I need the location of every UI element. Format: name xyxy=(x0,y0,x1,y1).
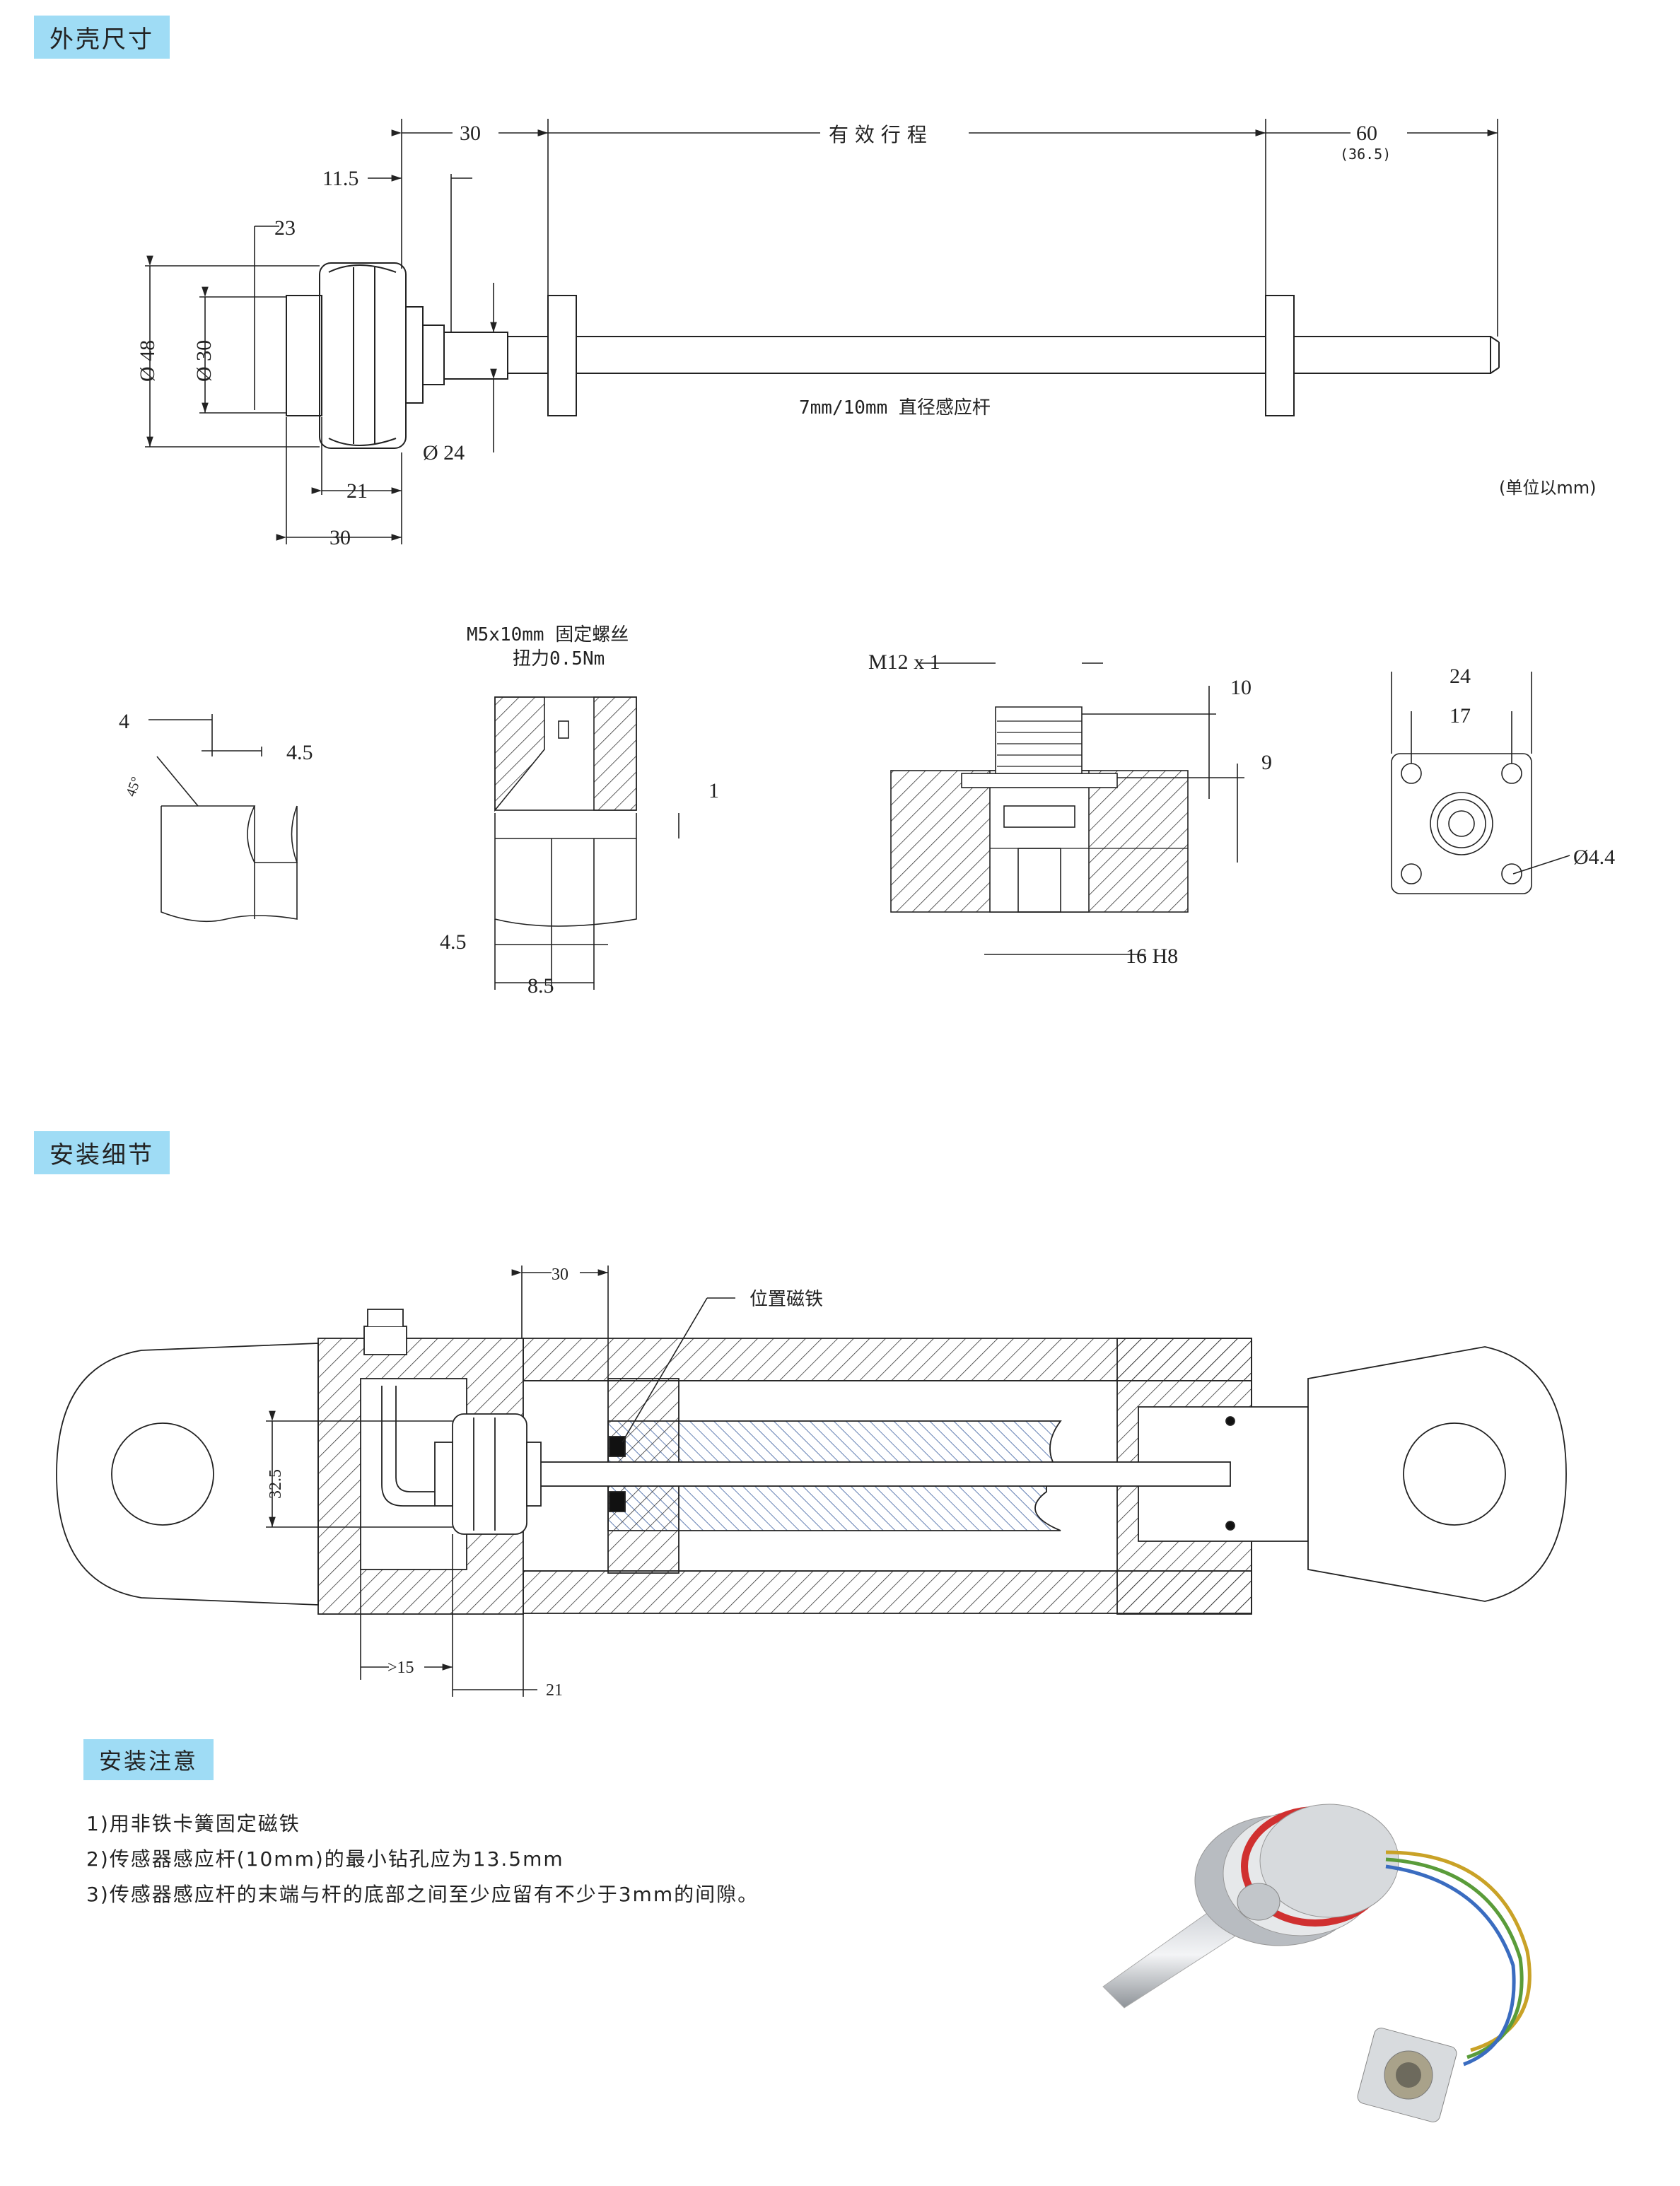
note-item: 3)传感器感应杆的末端与杆的底部之间至少应留有不少于3mm的间隙。 xyxy=(86,1883,759,1906)
thread-label: M12 x 1 xyxy=(868,650,940,674)
install-dim-lines xyxy=(266,1266,735,1697)
screw-detail xyxy=(494,696,679,990)
installation-notes: 1)用非铁卡簧固定磁铁 2)传感器感应杆(10mm)的最小钻孔应为13.5mm … xyxy=(86,1806,759,1912)
chamfer-4: 4 xyxy=(119,710,129,733)
sensor-side-view xyxy=(286,262,1500,449)
connector-fit-16h8: 16 H8 xyxy=(1126,945,1178,968)
rod-label: 7mm/10mm 直径感应杆 xyxy=(799,397,991,419)
chamfer-4-5: 4.5 xyxy=(286,741,313,764)
unit-note: (单位以mm) xyxy=(1499,478,1596,498)
dim-30-bottom: 30 xyxy=(329,526,351,549)
flange-dim-24: 24 xyxy=(1449,665,1471,688)
connector-dim-10: 10 xyxy=(1230,676,1252,699)
screw-label-line1: M5x10mm 固定螺丝 xyxy=(467,624,629,645)
chamfer-angle: 45° xyxy=(123,775,144,799)
install-dim-32-5: 32.5 xyxy=(267,1469,285,1499)
section-title-installation: 安装细节 xyxy=(34,1131,170,1174)
top-dimension-labels: 30 有 效 行 程 60 (36.5) 11.5 23 Ø 48 Ø 30 Ø… xyxy=(136,122,1596,549)
install-dim-21: 21 xyxy=(546,1681,563,1700)
flange-hole-dia: Ø4.4 xyxy=(1573,846,1615,869)
connector-section-detail xyxy=(890,706,1189,913)
connector-dim-lines xyxy=(919,662,1244,955)
flange-dim-17: 17 xyxy=(1449,704,1471,727)
screw-label-line2: 扭力0.5Nm xyxy=(513,648,605,670)
dim-60: 60 xyxy=(1356,122,1377,145)
product-photo xyxy=(1102,1804,1532,2122)
screw-dim-8-5: 8.5 xyxy=(527,974,554,998)
section-title-dimensions: 外壳尺寸 xyxy=(34,16,170,59)
screw-dim-1: 1 xyxy=(708,779,719,802)
dim-21: 21 xyxy=(346,479,368,503)
cylinder-section xyxy=(56,1309,1567,1615)
flange-detail xyxy=(1391,672,1570,894)
dia-48: Ø 48 xyxy=(136,340,159,382)
dim-30-top: 30 xyxy=(460,122,481,145)
install-dim-gt15: >15 xyxy=(387,1659,414,1677)
note-item: 2)传感器感应杆(10mm)的最小钻孔应为13.5mm xyxy=(86,1847,564,1871)
stroke-label: 有 效 行 程 xyxy=(829,123,927,146)
top-dimension-lines xyxy=(145,119,1498,544)
chamfer-detail xyxy=(148,714,298,923)
screw-dim-4-5: 4.5 xyxy=(440,930,467,954)
dim-11-5: 11.5 xyxy=(322,167,358,190)
install-dim-30: 30 xyxy=(552,1266,568,1284)
dia-30: Ø 30 xyxy=(192,340,216,382)
connector-dim-9: 9 xyxy=(1261,751,1272,774)
section-title-notes: 安装注意 xyxy=(83,1739,214,1780)
magnet-label: 位置磁铁 xyxy=(749,1289,823,1310)
dim-23: 23 xyxy=(274,216,296,240)
note-item: 1)用非铁卡簧固定磁铁 xyxy=(86,1812,301,1835)
dia-24: Ø 24 xyxy=(423,441,465,464)
dim-60-alt: (36.5) xyxy=(1340,146,1391,163)
